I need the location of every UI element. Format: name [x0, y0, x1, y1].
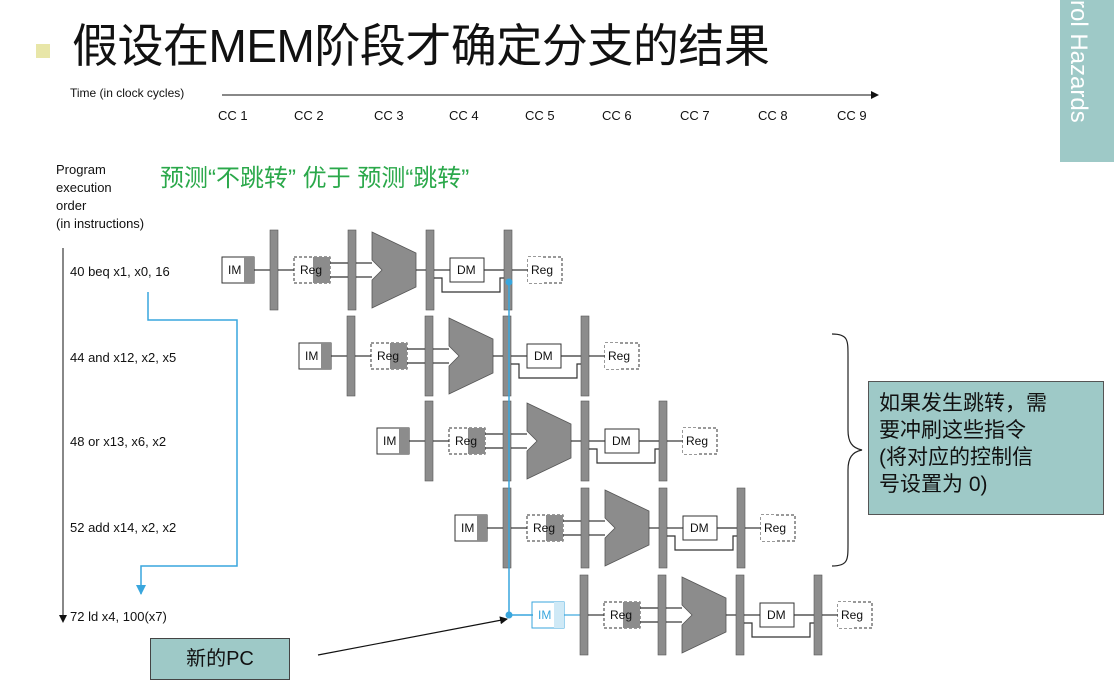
pipeline-register	[580, 487, 590, 569]
dm-box	[449, 257, 485, 283]
cc-label: CC 4	[449, 108, 479, 123]
pipeline-register	[580, 315, 590, 397]
alu-shape	[526, 402, 572, 480]
im-label: IM	[383, 434, 396, 448]
reg-label: Reg	[455, 434, 477, 448]
new-pc-arrow	[317, 616, 508, 656]
dm-label: DM	[612, 434, 631, 448]
reg-write-label: Reg	[531, 263, 553, 277]
reg-label: Reg	[610, 608, 632, 622]
program-order-label: Program execution order (in instructions…	[56, 162, 145, 231]
reg-write-label: Reg	[764, 521, 786, 535]
reg-write-shade	[683, 428, 697, 454]
cc-label: CC 9	[837, 108, 867, 123]
bypass-wire	[589, 448, 659, 464]
title-bullet	[36, 44, 50, 58]
pipeline-register	[502, 487, 512, 569]
pipeline-register	[736, 487, 746, 569]
dm-box	[759, 602, 795, 628]
pipeline-register	[346, 315, 356, 397]
branch-target-connector	[136, 292, 238, 595]
pipeline-register	[502, 315, 512, 397]
im-label: IM	[228, 263, 241, 277]
dm-label: DM	[767, 608, 786, 622]
bypass-wire	[667, 535, 737, 551]
side-tab	[1060, 0, 1114, 162]
dm-label: DM	[534, 349, 553, 363]
dm-label: DM	[690, 521, 709, 535]
flush-note: 如果发生跳转，需 要冲刷这些指令 (将对应的控制信 号设置为 0)	[868, 381, 1104, 515]
dm-label: DM	[457, 263, 476, 277]
reg-write-label: Reg	[608, 349, 630, 363]
reg-shade	[468, 428, 485, 454]
pipeline-register	[424, 315, 434, 397]
slide-title: 假设在MEM阶段才确定分支的结果	[72, 20, 770, 72]
bypass-wire	[511, 363, 581, 379]
cc-label: CC 2	[294, 108, 324, 123]
instruction-label: 40 beq x1, x0, 16	[70, 264, 170, 279]
im-shade	[399, 428, 409, 454]
reg-shade	[546, 515, 563, 541]
new-pc-label: 新的PC	[150, 638, 290, 680]
bypass-wire	[434, 277, 504, 293]
reg-write-shade	[605, 343, 619, 369]
alu-shape	[371, 231, 417, 309]
pipeline-register	[269, 229, 279, 311]
reg-shade	[390, 343, 407, 369]
im-shade	[554, 602, 564, 628]
pipeline-register	[658, 487, 668, 569]
cc-label: CC 3	[374, 108, 404, 123]
pipeline-register	[424, 400, 434, 482]
reg-write-shade	[761, 515, 775, 541]
pipeline-register	[425, 229, 435, 311]
dm-box	[526, 343, 562, 369]
instruction-label: 44 and x12, x2, x5	[70, 350, 177, 365]
reg-write-label: Reg	[841, 608, 863, 622]
reg-write-shade	[838, 602, 852, 628]
pipeline-register	[502, 400, 512, 482]
dm-box	[682, 515, 718, 541]
reg-label: Reg	[533, 521, 555, 535]
reg-label: Reg	[300, 263, 322, 277]
cc-label: CC 7	[680, 108, 710, 123]
alu-shape	[681, 576, 727, 654]
pipeline-register	[735, 574, 745, 656]
pipeline-register	[658, 400, 668, 482]
time-axis-label: Time (in clock cycles)	[70, 86, 185, 100]
bypass-wire	[744, 622, 814, 638]
alu-shape	[448, 317, 494, 395]
flush-brace	[831, 333, 863, 567]
prediction-subtitle: 预测“不跳转” 优于 预测“跳转”	[160, 165, 470, 192]
pipeline-register	[347, 229, 357, 311]
im-label: IM	[538, 608, 551, 622]
reg-shade	[623, 602, 640, 628]
pipeline-register	[813, 574, 823, 656]
alu-shape	[604, 489, 650, 567]
instruction-label: 52 add x14, x2, x2	[70, 520, 177, 535]
reg-shade	[313, 257, 330, 283]
reg-label: Reg	[377, 349, 399, 363]
pipeline-register	[580, 400, 590, 482]
instruction-label: 48 or x13, x6, x2	[70, 434, 167, 449]
cc-label: CC 6	[602, 108, 632, 123]
im-shade	[244, 257, 254, 283]
dm-box	[604, 428, 640, 454]
pipeline-register	[579, 574, 589, 656]
reg-write-shade	[528, 257, 542, 283]
im-shade	[321, 343, 331, 369]
reg-write-label: Reg	[686, 434, 708, 448]
im-label: IM	[461, 521, 474, 535]
im-shade	[477, 515, 487, 541]
pipeline-register	[503, 229, 513, 311]
cc-label: CC 5	[525, 108, 555, 123]
cc-label: CC 1	[218, 108, 248, 123]
cc-label: CC 8	[758, 108, 788, 123]
instruction-label: 72 ld x4, 100(x7)	[70, 609, 167, 624]
im-label: IM	[305, 349, 318, 363]
pipeline-register	[657, 574, 667, 656]
